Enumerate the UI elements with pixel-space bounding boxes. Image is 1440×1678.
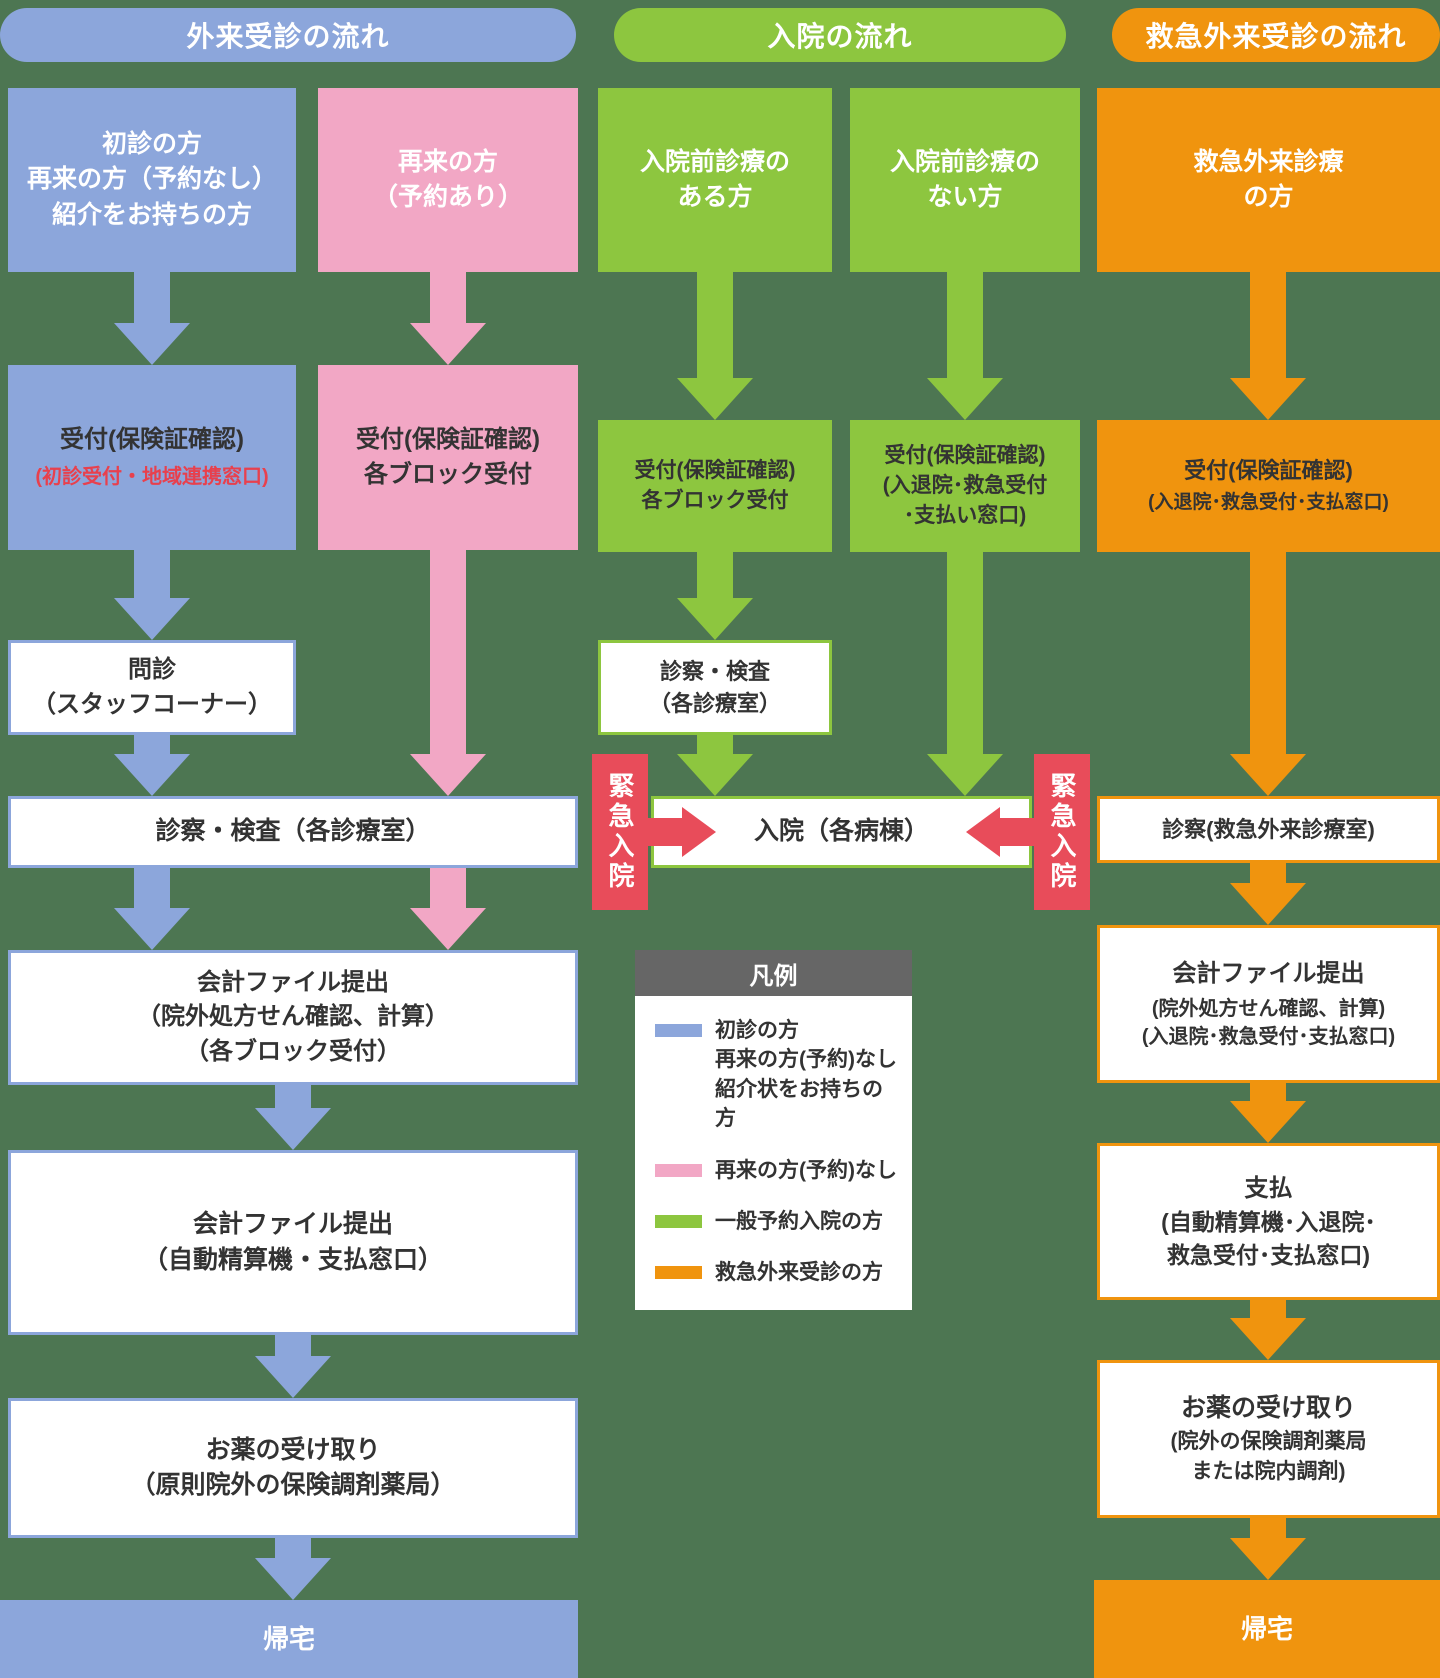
flow-arrow-icon [255,1085,331,1150]
box-exam-outpatient: 診察・検査（各診療室） [8,796,578,868]
box-preadmission-care-yes: 入院前診療の ある方 [598,88,832,272]
box-exam-preadmission: 診察・検査 （各診療室） [598,640,832,735]
box-reception-no-preadmission: 受付(保険証確認) (入退院･救急受付 ･支払い窓口) [850,420,1080,552]
emergency-arrow-left-icon [966,807,1034,857]
flow-arrow-icon [114,868,190,950]
flow-arrow-icon [927,272,1003,420]
flow-arrow-icon [114,735,190,796]
flow-arrow-icon [410,550,486,796]
legend-item-revisit: 再来の方(予約)なし [655,1156,902,1185]
legend-swatch-orange-icon [655,1266,702,1280]
legend-swatch-pink-icon [655,1163,702,1177]
box-emergency-admission-left: 緊急入院 [592,754,648,910]
box-er-patient: 救急外来診療 の方 [1097,88,1440,272]
legend-item-er-visit: 救急外来受診の方 [655,1258,902,1287]
flow-arrow-icon [677,735,753,796]
box-medicine-pickup-outpatient: お薬の受け取り （原則院外の保険調剤薬局） [8,1398,578,1538]
header-emergency-flow: 救急外来受診の流れ [1112,8,1440,62]
box-payment-er: 支払 (自動精算機･入退院･ 救急受付･支払窓口) [1097,1143,1440,1300]
box-revisit-reserved: 再来の方 （予約あり） [318,88,578,272]
flow-arrow-icon [255,1538,331,1600]
box-billing-file-2: 会計ファイル提出 （自動精算機・支払窓口） [8,1150,578,1335]
box-billing-file-1: 会計ファイル提出 （院外処方せん確認、計算） （各ブロック受付） [8,950,578,1085]
flow-arrow-icon [1230,1518,1306,1580]
flow-arrow-icon [114,550,190,640]
box-medicine-pickup-er: お薬の受け取り (院外の保険調剤薬局 または院内調剤) [1097,1360,1440,1518]
box-go-home-outpatient: 帰宅 [0,1600,578,1678]
legend-swatch-blue-icon [655,1024,702,1037]
box-exam-er: 診察(救急外来診療室) [1097,796,1440,863]
flow-arrow-icon [410,272,486,365]
box-interview: 問診 （スタッフコーナー） [8,640,296,735]
box-billing-file-er: 会計ファイル提出 (院外処方せん確認、計算) (入退院･救急受付･支払窓口) [1097,925,1440,1083]
header-emergency-label: 救急外来受診の流れ [1145,21,1407,52]
legend-body: 初診の方 再来の方(予約)なし 紹介状をお持ちの方 再来の方(予約)なし 一般予… [635,996,912,1310]
flow-arrow-icon [1230,1083,1306,1143]
flow-arrow-icon [927,552,1003,796]
legend-swatch-green-icon [655,1214,702,1228]
legend-title: 凡例 [635,950,912,996]
flow-arrow-icon [1230,863,1306,925]
legend-item-first-visit: 初診の方 再来の方(予約)なし 紹介状をお持ちの方 [655,1016,902,1134]
box-go-home-er: 帰宅 [1094,1580,1440,1678]
flow-arrow-icon [114,272,190,365]
box-reception-preadmission: 受付(保険証確認) 各ブロック受付 [598,420,832,552]
box-reception-revisit: 受付(保険証確認) 各ブロック受付 [318,365,578,550]
box-reception-er: 受付(保険証確認) (入退院･救急受付･支払窓口) [1097,420,1440,552]
flow-arrow-icon [1230,272,1306,420]
flow-arrow-icon [255,1335,331,1398]
box-reception-first-visit: 受付(保険証確認) (初診受付・地域連携窓口) [8,365,296,550]
box-emergency-admission-right: 緊急入院 [1034,754,1090,910]
flow-arrow-icon [410,868,486,950]
box-first-visit: 初診の方 再来の方（予約なし） 紹介をお持ちの方 [8,88,296,272]
legend-item-planned-admission: 一般予約入院の方 [655,1207,902,1236]
legend: 凡例 初診の方 再来の方(予約)なし 紹介状をお持ちの方 再来の方(予約)なし … [635,950,912,1310]
box-preadmission-care-no: 入院前診療の ない方 [850,88,1080,272]
header-outpatient-label: 外来受診の流れ [186,21,390,52]
flow-arrow-icon [677,272,753,420]
emergency-arrow-right-icon [648,807,716,857]
flow-arrow-icon [677,552,753,640]
header-outpatient-flow: 外来受診の流れ [0,8,576,62]
header-inpatient-flow: 入院の流れ [614,8,1066,62]
flow-arrow-icon [1230,552,1306,796]
flow-arrow-icon [1230,1300,1306,1360]
header-inpatient-label: 入院の流れ [767,21,913,52]
